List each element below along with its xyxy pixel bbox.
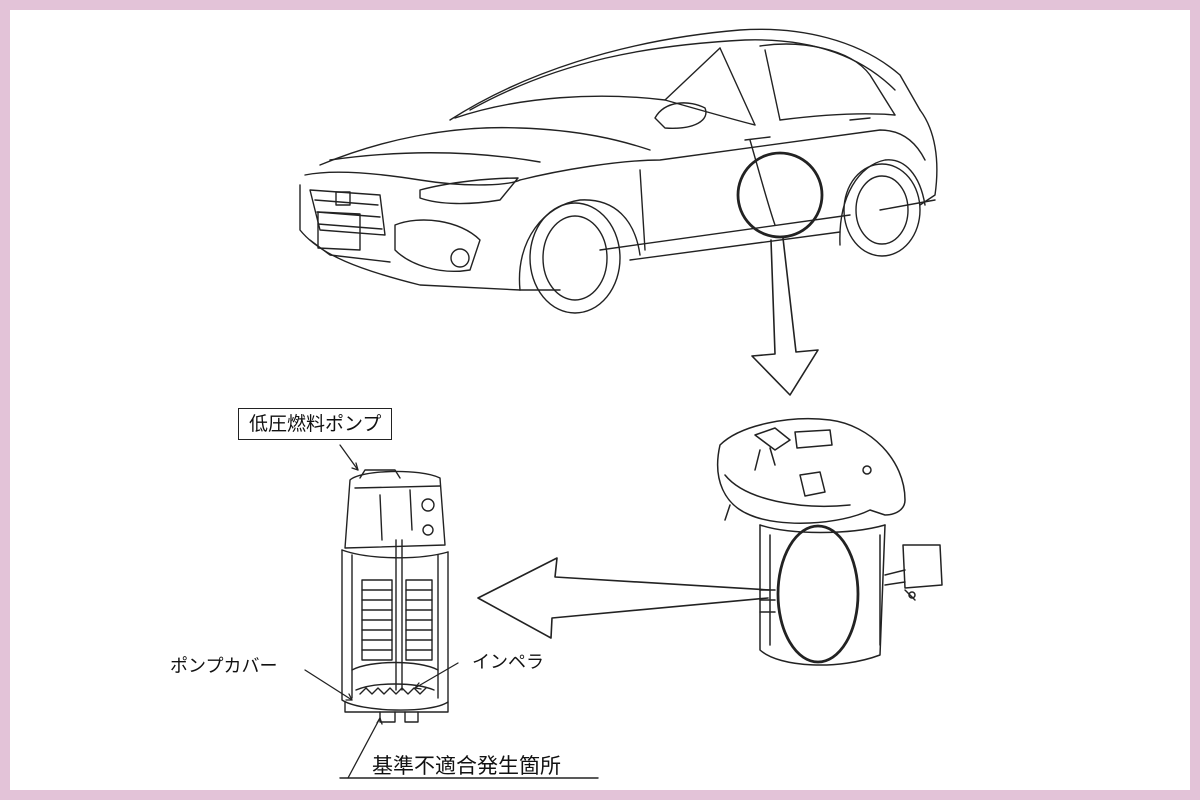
diagram-frame: 低圧燃料ポンプ ポンプカバー インペラ 基準不適合発生箇所	[10, 10, 1190, 790]
car-drawing	[299, 28, 938, 314]
hollow-arrow-left-icon	[477, 557, 771, 639]
hollow-arrow-down-icon	[751, 237, 819, 396]
low-pressure-pump-drawing	[341, 469, 449, 723]
recall-illustration	[299, 28, 943, 779]
pump-highlight-ellipse	[776, 524, 860, 664]
label-impeller: インペラ	[472, 652, 544, 673]
leader-lines	[304, 444, 459, 779]
fuel-pump-module-drawing	[716, 417, 943, 666]
label-pump-cover: ポンプカバー	[170, 656, 278, 677]
car-highlight-circle	[736, 151, 824, 239]
label-low-pressure-fuel-pump: 低圧燃料ポンプ	[238, 408, 393, 440]
label-nonconformity-location: 基準不適合発生箇所	[372, 754, 561, 778]
